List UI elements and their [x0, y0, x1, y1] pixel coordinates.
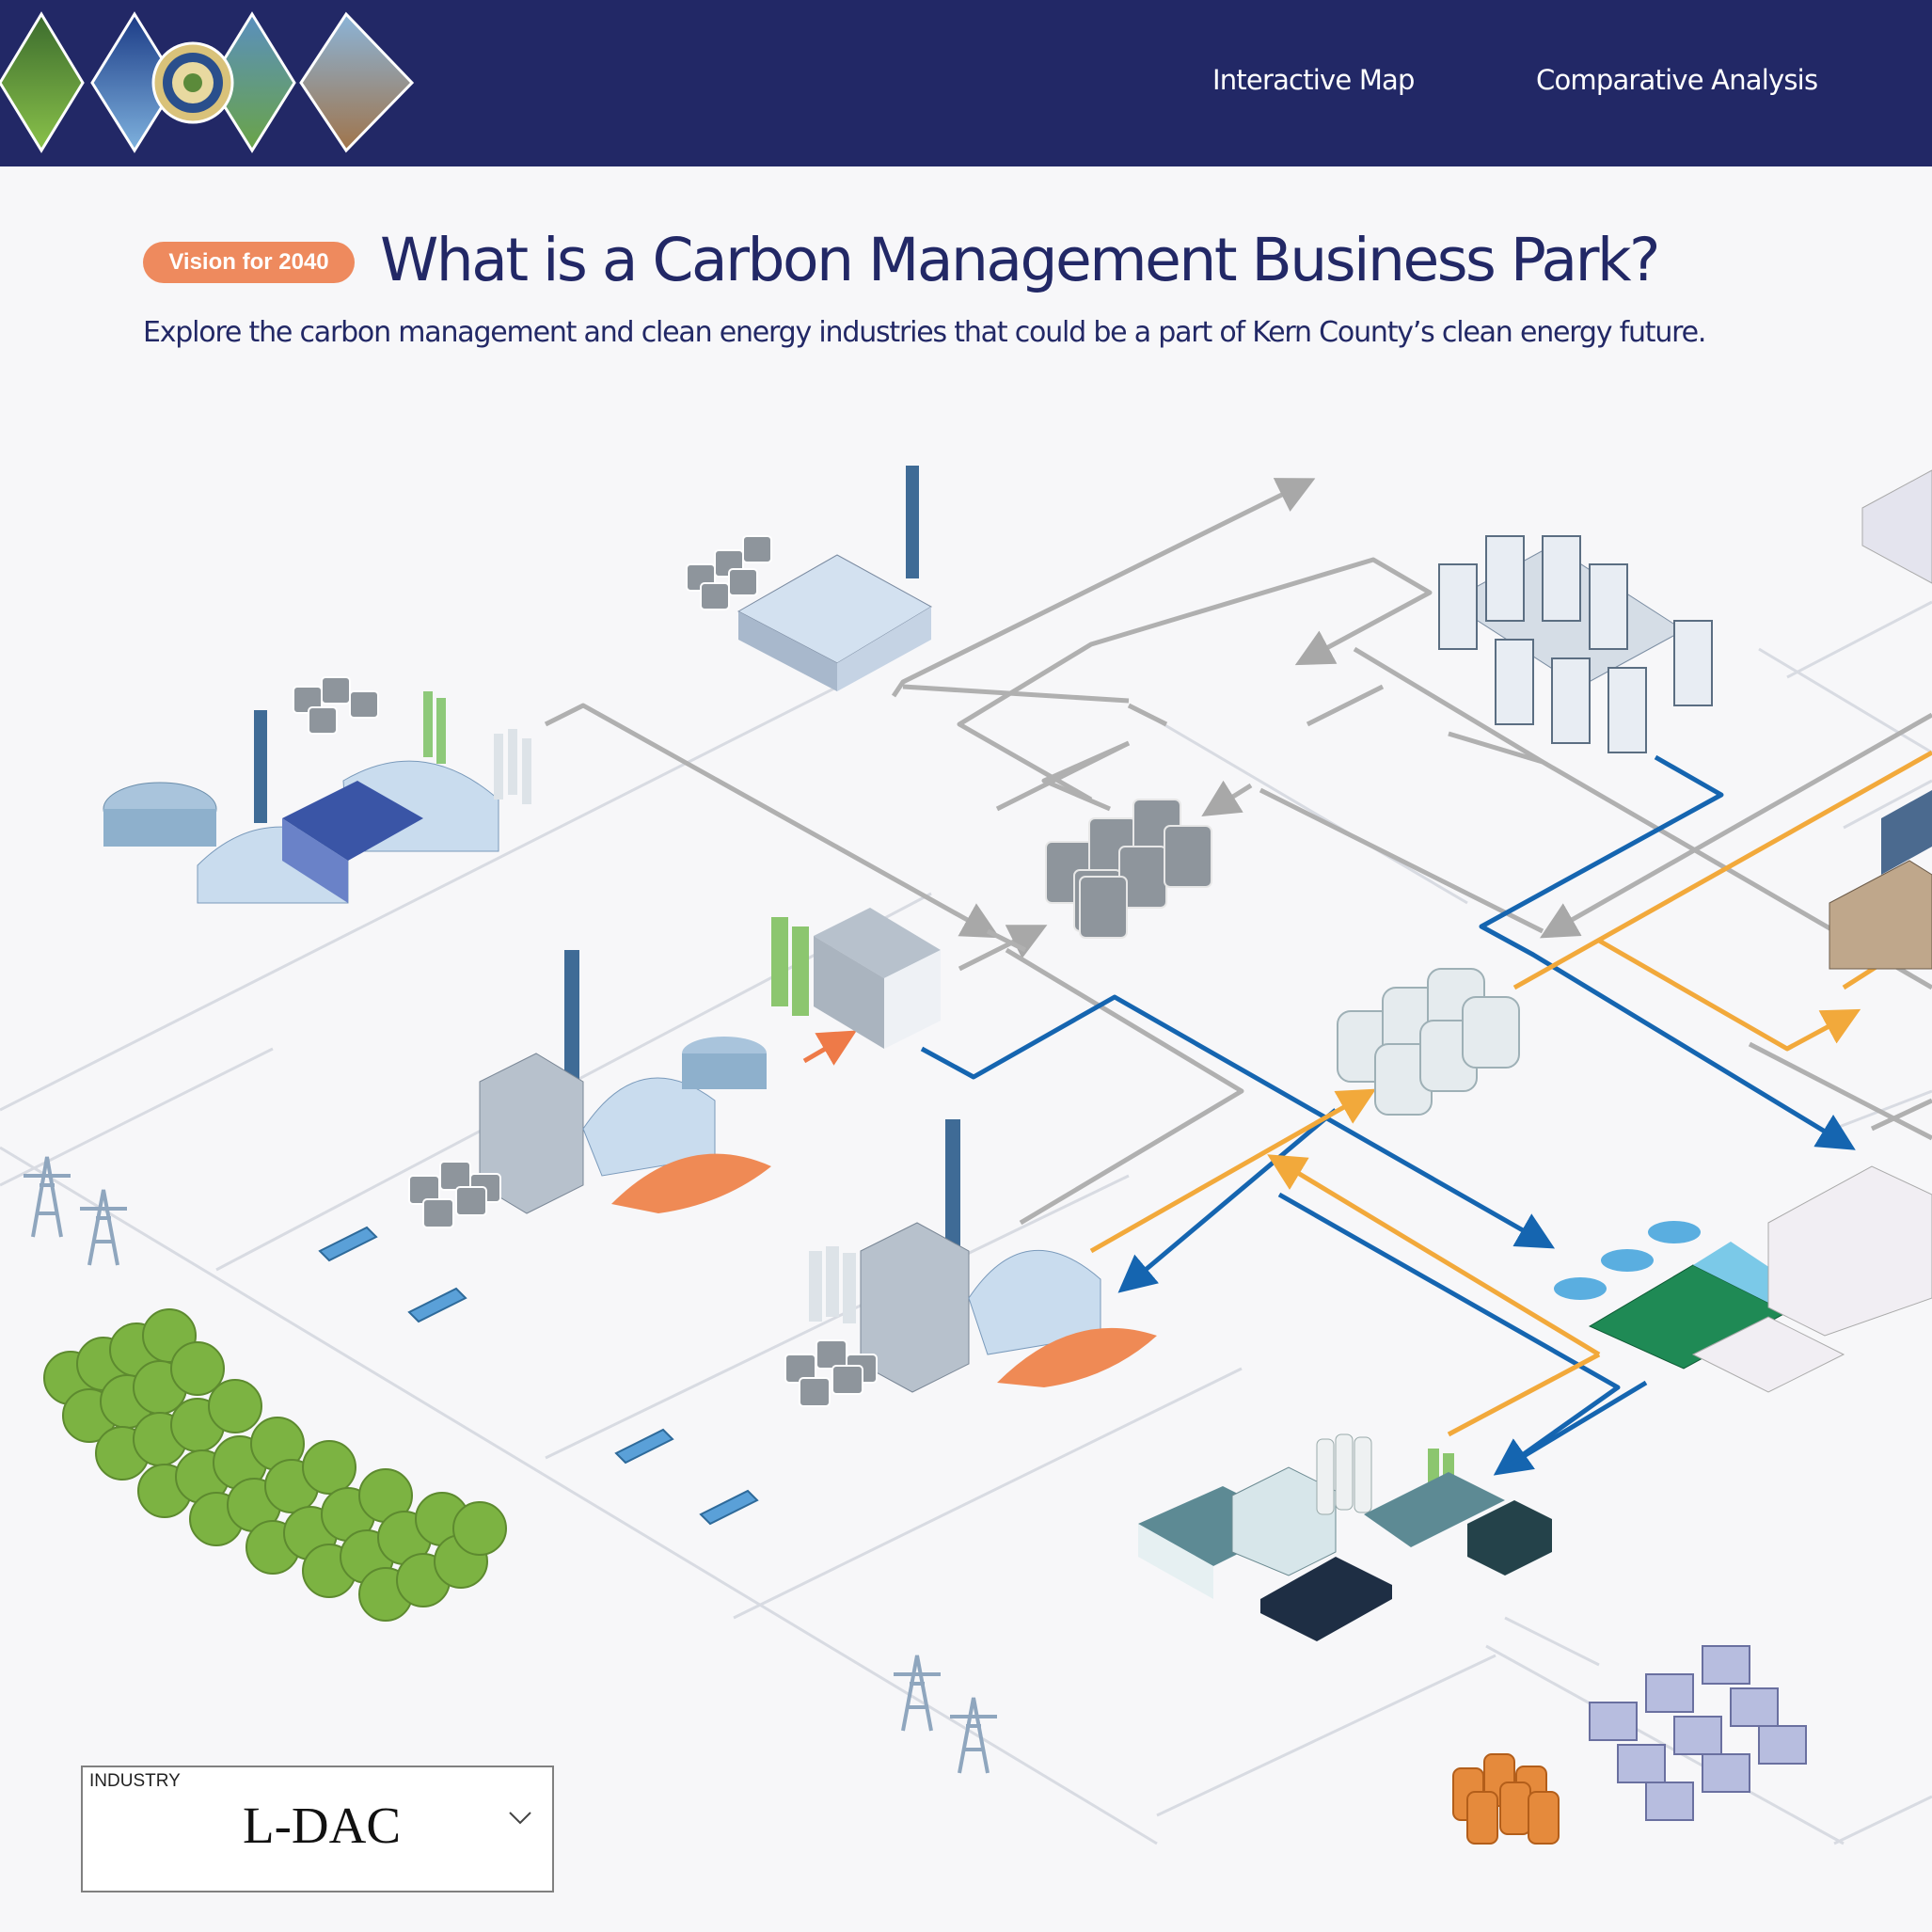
vision-badge: Vision for 2040: [143, 242, 355, 283]
facility-dac-array: [1438, 535, 1713, 753]
chevron-down-icon[interactable]: [508, 1811, 532, 1826]
nav-interactive-map[interactable]: Interactive Map: [1212, 64, 1415, 96]
facility-manufacturing: [1138, 1433, 1552, 1641]
kern-county-seal-icon: [151, 41, 234, 124]
facility-top-center: [686, 466, 933, 691]
industry-select-value[interactable]: L-DAC: [243, 1797, 402, 1854]
industry-select-label: INDUSTRY: [89, 1771, 181, 1791]
co2-flow-lines: [544, 478, 1932, 1226]
water-flow-lines: [920, 754, 1856, 1476]
facility-top-right-edge: [1861, 469, 1932, 584]
facility-storage-tanks: [1337, 968, 1520, 1116]
road-grid: [0, 600, 1932, 1845]
kern-county-logo[interactable]: [0, 0, 423, 166]
facility-power-plant-left: [408, 908, 941, 1228]
facility-battery-storage: [1452, 1645, 1807, 1845]
nav-comparative-analysis[interactable]: Comparative Analysis: [1536, 64, 1818, 96]
business-park-illustration: [0, 466, 1932, 1845]
trucks: [318, 1226, 759, 1526]
facility-power-plant-center: [784, 1119, 1157, 1407]
page-subtitle: Explore the carbon management and clean …: [143, 316, 1706, 349]
facility-top-left: [103, 676, 531, 904]
facility-right-factory: [1829, 790, 1932, 970]
facility-water-treatment: [1554, 1165, 1932, 1393]
energy-flow-lines: [1089, 750, 1932, 1437]
site-header: Interactive Map Comparative Analysis: [0, 0, 1932, 166]
feed-arrow: [802, 1030, 857, 1066]
facility-center-tanks: [1045, 799, 1212, 939]
transmission-towers: [24, 1156, 997, 1774]
page-title: What is a Carbon Management Business Par…: [380, 226, 1660, 294]
orchard-trees: [43, 1308, 507, 1622]
industry-select[interactable]: INDUSTRY L-DAC: [81, 1766, 554, 1892]
